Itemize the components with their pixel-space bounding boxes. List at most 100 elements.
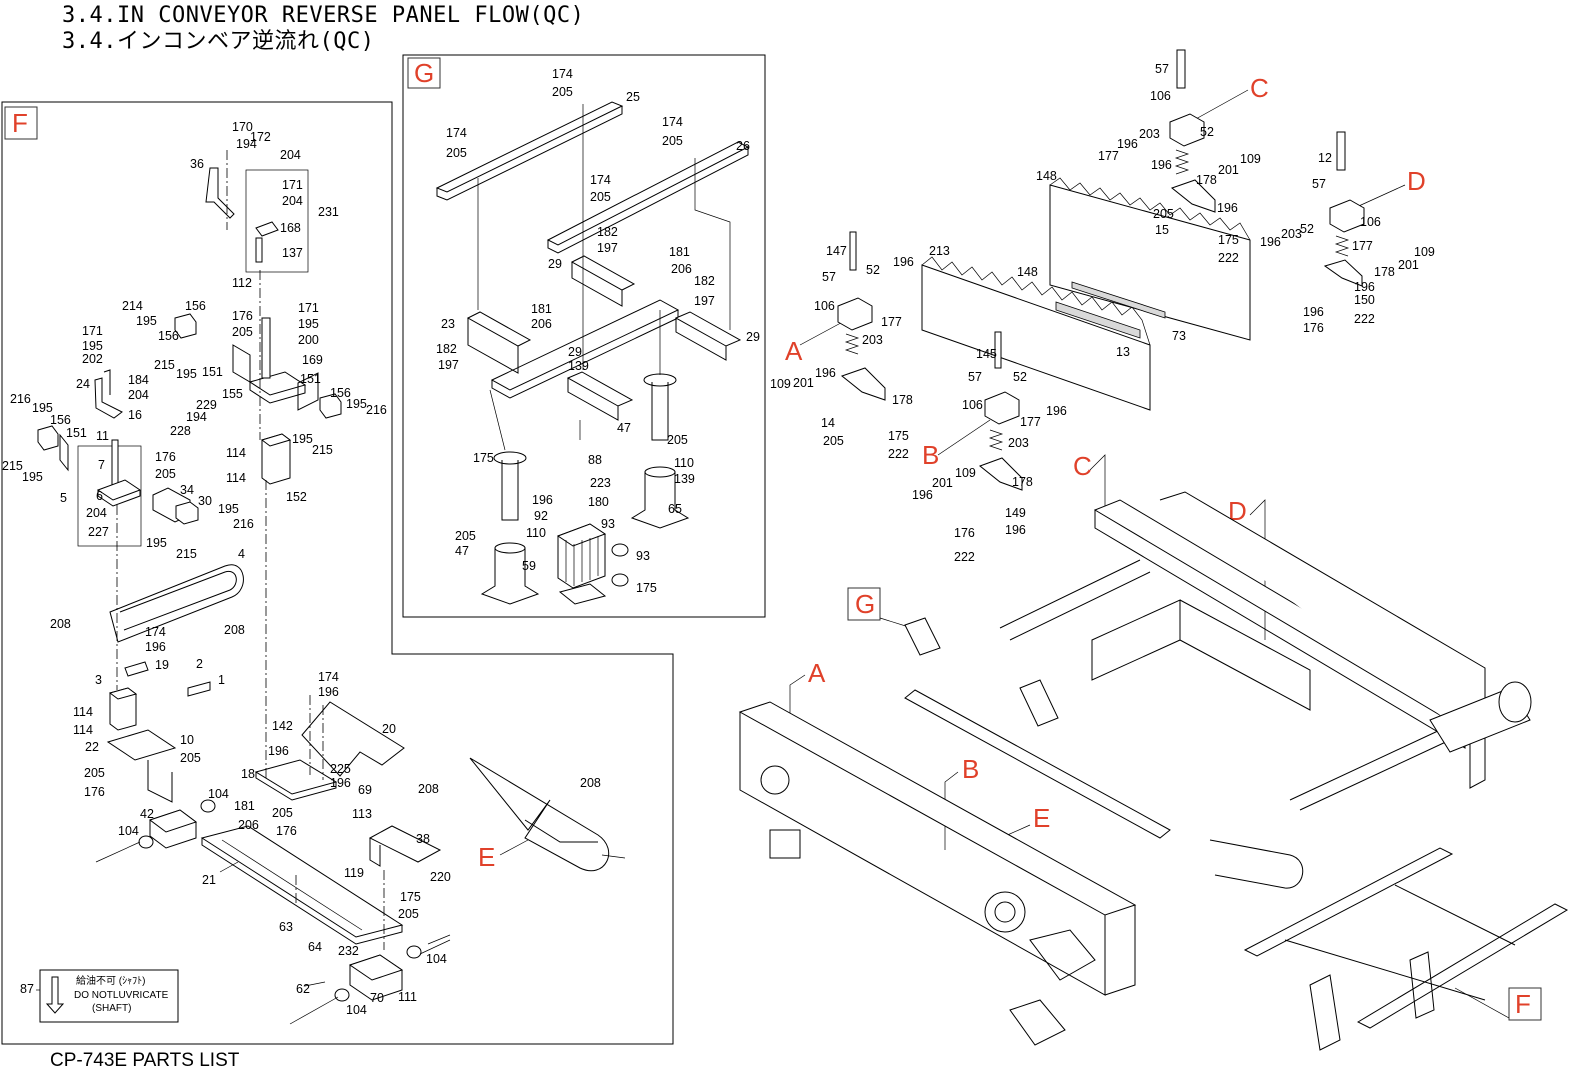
svg-text:A: A bbox=[785, 336, 803, 366]
part-number-label: 204 bbox=[280, 148, 301, 162]
part-number-label: 197 bbox=[438, 358, 459, 372]
svg-text:C: C bbox=[1250, 73, 1269, 103]
part-number-label: 180 bbox=[588, 495, 609, 509]
panel-f-drawing bbox=[37, 150, 626, 1025]
svg-text:87: 87 bbox=[20, 982, 34, 996]
part-number-label: 70 bbox=[370, 991, 384, 1005]
part-number-label: 65 bbox=[668, 502, 682, 516]
part-number-label: 182 bbox=[597, 225, 618, 239]
part-number-label: 203 bbox=[862, 333, 883, 347]
part-number-label: 202 bbox=[82, 352, 103, 366]
part-number-label: 114 bbox=[73, 723, 93, 737]
part-number-label: 57 bbox=[1312, 177, 1326, 191]
part-number-label: 205 bbox=[272, 806, 293, 820]
footer-parts-list: CP-743E PARTS LIST bbox=[50, 1050, 240, 1071]
part-number-label: 203 bbox=[1281, 227, 1302, 241]
part-number-label: 195 bbox=[32, 401, 53, 415]
part-number-label: 176 bbox=[276, 824, 297, 838]
part-number-label: 220 bbox=[430, 870, 451, 884]
part-number-label: 174 bbox=[446, 126, 467, 140]
part-number-label: 175 bbox=[400, 890, 421, 904]
part-number-label: 52 bbox=[866, 263, 880, 277]
part-number-label: 151 bbox=[66, 426, 87, 440]
callout-f: F bbox=[4, 106, 38, 140]
no-lubricate-note: 給油不可 (ｼｬﾌﾄ) DO NOTLUVRICATE (SHAFT) 87 bbox=[20, 969, 179, 1023]
part-number-label: 139 bbox=[674, 472, 695, 486]
part-number-label: 34 bbox=[180, 483, 194, 497]
part-number-label: 156 bbox=[185, 299, 206, 313]
part-number-label: 196 bbox=[1005, 523, 1026, 537]
part-number-label: 196 bbox=[1151, 158, 1172, 172]
part-number-label: 196 bbox=[1303, 305, 1324, 319]
part-number-label: 196 bbox=[912, 488, 933, 502]
svg-text:F: F bbox=[12, 108, 28, 138]
svg-text:A: A bbox=[808, 658, 826, 688]
part-number-label: 208 bbox=[418, 782, 439, 796]
part-number-label: 22 bbox=[85, 740, 99, 754]
part-number-label: 203 bbox=[1008, 436, 1029, 450]
part-number-label: 69 bbox=[358, 783, 372, 797]
part-number-label: 194 bbox=[236, 137, 257, 151]
part-number-label: 151 bbox=[300, 372, 321, 386]
part-number-label: 47 bbox=[455, 544, 469, 558]
part-number-label: 195 bbox=[218, 502, 239, 516]
part-number-label: 216 bbox=[10, 392, 31, 406]
part-number-label: 176 bbox=[232, 309, 253, 323]
part-number-label: 104 bbox=[208, 787, 229, 801]
part-number-label: 110 bbox=[674, 456, 694, 470]
part-number-label: 176 bbox=[1303, 321, 1324, 335]
part-number-label: 30 bbox=[198, 494, 212, 508]
part-number-label: 47 bbox=[617, 421, 631, 435]
part-number-label: 119 bbox=[344, 866, 364, 880]
part-number-label: 196 bbox=[893, 255, 914, 269]
part-number-label: 52 bbox=[1300, 222, 1314, 236]
part-number-label: 196 bbox=[1217, 201, 1238, 215]
part-number-label: 215 bbox=[312, 443, 333, 457]
part-number-label: 171 bbox=[298, 301, 319, 315]
part-number-label: 195 bbox=[136, 314, 157, 328]
part-number-label: 14 bbox=[821, 416, 835, 430]
part-number-label: 104 bbox=[118, 824, 139, 838]
part-number-label: 147 bbox=[826, 244, 847, 258]
part-number-label: 36 bbox=[190, 157, 204, 171]
part-number-label: 174 bbox=[318, 670, 339, 684]
part-number-label: 178 bbox=[1374, 265, 1395, 279]
panel-f-frame bbox=[1, 101, 674, 1045]
part-number-label: 38 bbox=[416, 832, 430, 846]
part-number-label: 195 bbox=[146, 536, 167, 550]
part-number-label: 222 bbox=[954, 550, 975, 564]
part-number-label: 110 bbox=[526, 526, 546, 540]
part-number-label: 228 bbox=[170, 424, 191, 438]
part-number-label: 174 bbox=[145, 625, 166, 639]
part-number-label: 223 bbox=[590, 476, 611, 490]
part-number-label: 109 bbox=[1240, 152, 1261, 166]
part-number-label: 177 bbox=[1020, 415, 1041, 429]
part-number-label: 195 bbox=[22, 470, 43, 484]
part-number-label: 177 bbox=[881, 315, 902, 329]
page-title-jp: 3.4.インコンベア逆流れ(QC) bbox=[62, 29, 375, 54]
part-number-label: 206 bbox=[671, 262, 692, 276]
part-number-label: 205 bbox=[1153, 207, 1174, 221]
part-number-label: 176 bbox=[84, 785, 105, 799]
part-number-label: 10 bbox=[180, 733, 194, 747]
part-number-label: 92 bbox=[534, 509, 548, 523]
part-number-label: 205 bbox=[232, 325, 253, 339]
part-number-label: 168 bbox=[280, 221, 301, 235]
part-number-label: 2 bbox=[196, 657, 203, 671]
part-number-label: 175 bbox=[473, 451, 494, 465]
part-number-label: 195 bbox=[298, 317, 319, 331]
part-number-label: 195 bbox=[82, 339, 103, 353]
part-number-label: 174 bbox=[552, 67, 573, 81]
part-number-label: 106 bbox=[1360, 215, 1381, 229]
part-number-label: 178 bbox=[1196, 173, 1217, 187]
part-number-label: 15 bbox=[1155, 223, 1169, 237]
part-number-label: 216 bbox=[366, 403, 387, 417]
svg-text:G: G bbox=[414, 58, 434, 88]
part-number-label: 195 bbox=[176, 367, 197, 381]
part-number-label: 196 bbox=[145, 640, 166, 654]
callout-g-panel: G bbox=[407, 57, 441, 89]
part-number-label: 206 bbox=[238, 818, 259, 832]
part-number-label: 196 bbox=[268, 744, 289, 758]
part-number-label: 152 bbox=[286, 490, 307, 504]
